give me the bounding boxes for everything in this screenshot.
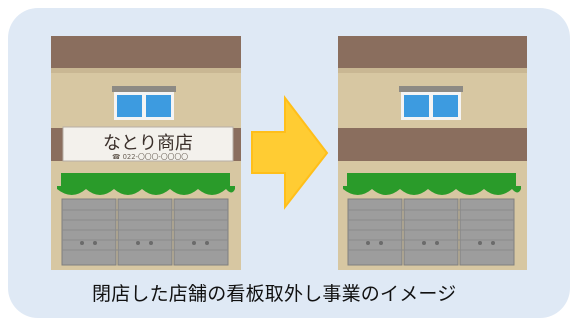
shop-name-text: なとり商店 xyxy=(103,133,193,154)
before-roof xyxy=(51,36,241,68)
before-awning xyxy=(57,173,235,195)
caption-text: 閉店した店舗の看板取外し事業のイメージ xyxy=(92,283,457,305)
after-sign-band xyxy=(338,128,527,161)
after-window xyxy=(399,86,463,120)
before-wall-trim xyxy=(51,68,241,73)
after-shutters xyxy=(347,198,515,266)
shop-phone-text: ☎ 022-〇〇〇-〇〇〇〇 xyxy=(112,153,188,161)
before-window xyxy=(112,86,176,120)
after-building xyxy=(338,36,527,270)
after-roof xyxy=(338,36,527,68)
shop-sign: なとり商店 ☎ 022-〇〇〇-〇〇〇〇 xyxy=(62,126,234,162)
after-wall-trim xyxy=(338,68,527,73)
before-building: なとり商店 ☎ 022-〇〇〇-〇〇〇〇 xyxy=(51,36,241,270)
right-arrow-icon xyxy=(251,95,329,210)
before-shutters xyxy=(61,198,229,266)
after-awning xyxy=(343,173,521,195)
